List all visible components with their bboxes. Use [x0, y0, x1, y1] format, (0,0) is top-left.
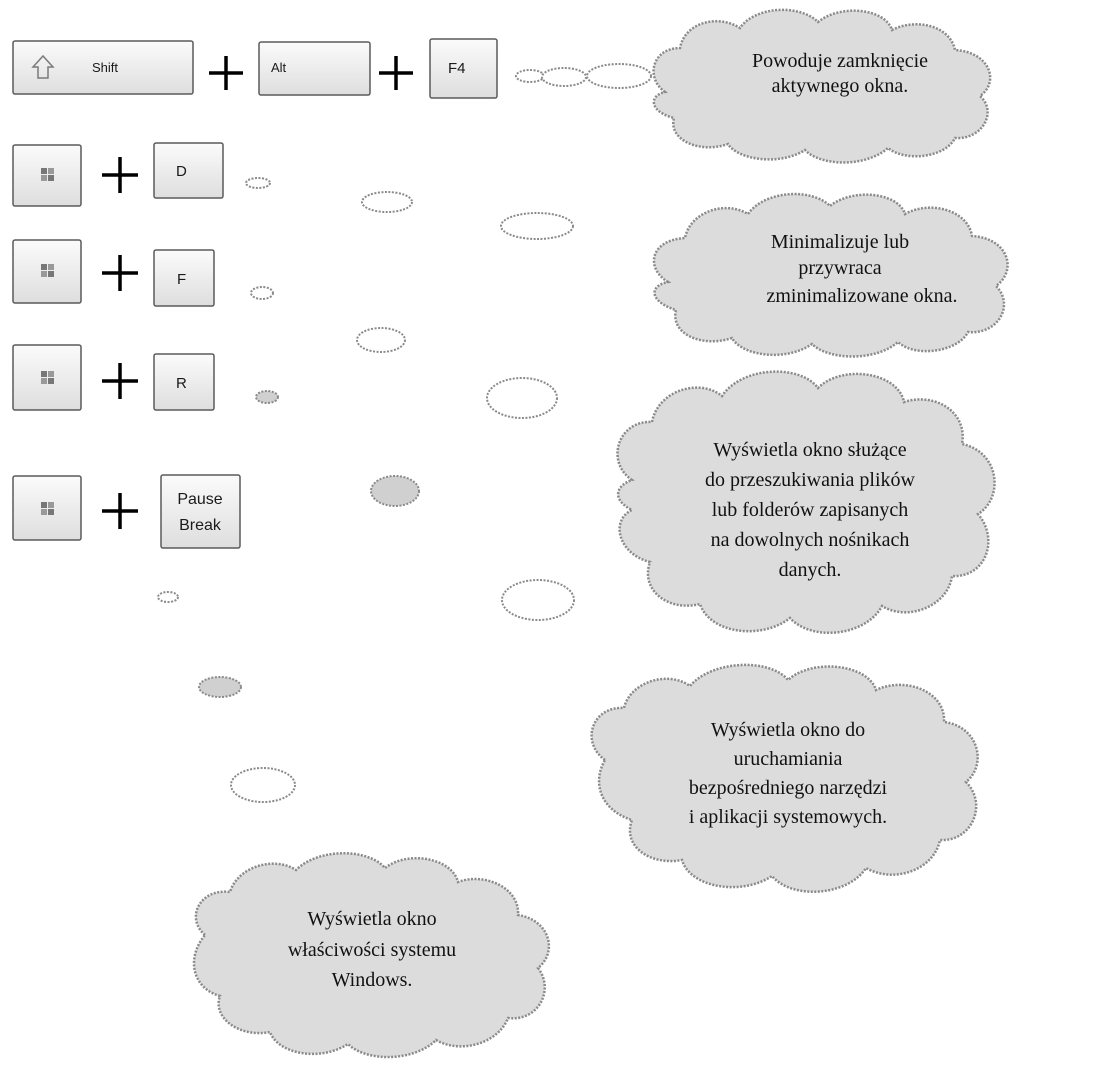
cloud-search-files: Wyświetla okno służące do przeszukiwania…: [616, 370, 996, 634]
shortcut-row-1: Shift Alt F4: [12, 38, 498, 99]
key-d-label: D: [176, 163, 187, 180]
cloud-3-line-2: do przeszukiwania plików: [705, 469, 915, 491]
cloud-4-line-2: uruchamiania: [734, 748, 843, 770]
plus-sign: [102, 255, 138, 291]
windows-logo-icon: [41, 264, 54, 277]
cloud-4-line-3: bezpośredniego narzędzi: [689, 777, 888, 799]
cloud-2-line-3: zminimalizowane okna.: [766, 285, 957, 307]
shift-arrow-icon: [31, 54, 55, 79]
windows-logo-icon: [41, 168, 54, 181]
key-d: D: [153, 142, 224, 199]
cloud-3-line-3: lub folderów zapisanych: [712, 499, 909, 521]
key-alt-label: Alt: [271, 60, 287, 75]
plus-sign: [102, 157, 138, 193]
cloud-run-dialog: Wyświetla okno do uruchamiania bezpośred…: [590, 663, 979, 893]
cloud-5-line-3: Windows.: [332, 969, 413, 991]
cloud-5-line-2: właściwości systemu: [288, 939, 456, 961]
cloud-2-line-2: przywraca: [798, 257, 881, 279]
key-break-label: Break: [179, 517, 222, 534]
key-windows: [12, 144, 82, 207]
cloud-system-properties: Wyświetla okno właściwości systemu Windo…: [192, 852, 551, 1059]
bubble-trail-4: [230, 390, 575, 803]
cloud-4-line-4: i aplikacji systemowych.: [689, 806, 887, 828]
key-f4-label: F4: [448, 60, 466, 77]
cloud-4-line-1: Wyświetla okno do: [711, 719, 865, 741]
cloud-3-line-1: Wyświetla okno służące: [713, 439, 906, 461]
bubble-trail-5: [157, 475, 420, 698]
bubble-trail-2: [245, 177, 574, 240]
windows-logo-icon: [41, 371, 54, 384]
key-windows: [12, 239, 82, 304]
key-windows: [12, 475, 82, 541]
key-alt: Alt: [258, 41, 371, 96]
shortcut-row-5: Pause Break: [12, 474, 241, 549]
plus-sign: [102, 493, 138, 529]
key-r-label: R: [176, 375, 187, 392]
key-f-label: F: [177, 271, 186, 288]
plus-sign: [102, 363, 138, 399]
bubble-trail-3: [250, 286, 558, 419]
key-shift: Shift: [12, 40, 194, 95]
plus-sign: [379, 56, 413, 90]
cloud-3-line-4: na dowolnych nośnikach: [711, 529, 910, 551]
cloud-minimize-windows: Minimalizuje lub przywraca zminimalizowa…: [652, 192, 1009, 358]
plus-sign: [209, 56, 243, 90]
cloud-1-line-1: Powoduje zamknięcie: [752, 50, 928, 72]
shortcut-row-2: D: [12, 142, 224, 207]
key-shift-label: Shift: [92, 60, 118, 75]
key-windows: [12, 344, 82, 411]
shortcut-row-4: R: [12, 344, 215, 411]
bubble-trail-1: [515, 63, 652, 89]
cloud-close-window: Powoduje zamknięcie aktywnego okna.: [652, 8, 992, 164]
shortcut-row-3: F: [12, 239, 215, 307]
cloud-1-line-2: aktywnego okna.: [772, 75, 909, 97]
key-f4: F4: [429, 38, 498, 99]
key-r: R: [153, 353, 215, 411]
key-pause-break: Pause Break: [160, 474, 241, 549]
key-pause-label: Pause: [177, 491, 222, 508]
cloud-5-line-1: Wyświetla okno: [307, 908, 436, 930]
cloud-2-line-1: Minimalizuje lub: [771, 231, 909, 253]
cloud-3-line-5: danych.: [779, 559, 842, 581]
windows-logo-icon: [41, 502, 54, 515]
key-f: F: [153, 249, 215, 307]
